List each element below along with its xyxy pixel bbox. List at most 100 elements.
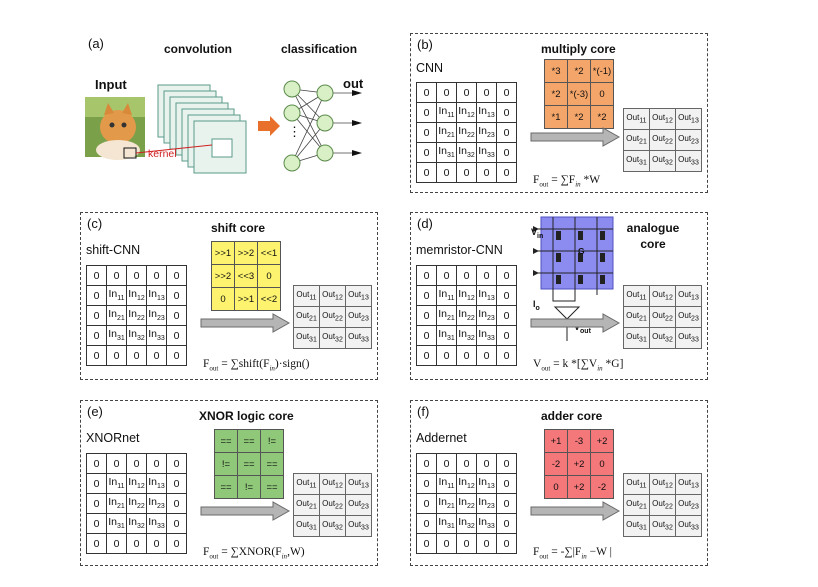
input-cell: 0 — [476, 345, 497, 366]
input-cell: In32 — [126, 325, 147, 346]
output-cell: Out23 — [345, 306, 372, 328]
input-cell: 0 — [436, 82, 457, 103]
input-cell: In23 — [146, 493, 167, 514]
input-cell: 0 — [456, 453, 477, 474]
input-cell: 0 — [126, 533, 147, 554]
input-cell: 0 — [86, 325, 107, 346]
input-cell: 0 — [416, 305, 437, 326]
input-cell: In33 — [476, 142, 497, 163]
input-cell: 0 — [416, 285, 437, 306]
kernel-cell: <<2 — [257, 287, 281, 311]
output-cell: Out12 — [649, 473, 676, 495]
input-cell: 0 — [416, 493, 437, 514]
input-cell: 0 — [106, 533, 127, 554]
input-label: Input — [95, 77, 127, 92]
kernel-cell: +2 — [567, 475, 591, 499]
output-cell: Out11 — [623, 473, 650, 495]
input-cell: 0 — [496, 473, 517, 494]
input-cell: 0 — [496, 102, 517, 123]
input-cell: 0 — [456, 82, 477, 103]
input-cell: 0 — [416, 162, 437, 183]
input-cell: 0 — [86, 533, 107, 554]
g-label: G — [578, 246, 585, 256]
input-cell: In11 — [106, 473, 127, 494]
output-cell: Out32 — [649, 150, 676, 172]
output-cell: Out33 — [345, 515, 372, 537]
memristor-crossbar — [533, 216, 614, 341]
output-cell: Out12 — [319, 473, 346, 495]
input-cell: 0 — [416, 122, 437, 143]
kernel-cell: *(-3) — [567, 82, 591, 106]
input-cell: 0 — [166, 265, 187, 286]
output-cell: Out33 — [675, 327, 702, 349]
core-kernel: ====!=!=======!=== — [214, 429, 284, 499]
input-cell: 0 — [476, 82, 497, 103]
output-cell: Out23 — [675, 494, 702, 516]
kernel-cell: 0 — [590, 82, 614, 106]
input-cell: 0 — [106, 345, 127, 366]
input-cell: 0 — [126, 265, 147, 286]
input-cell: 0 — [496, 513, 517, 534]
input-cell: 0 — [496, 265, 517, 286]
input-cell: 0 — [146, 345, 167, 366]
input-cell: 0 — [146, 533, 167, 554]
input-cell: In12 — [456, 473, 477, 494]
input-cell: In32 — [456, 142, 477, 163]
input-cell: 0 — [476, 533, 497, 554]
input-cell: 0 — [456, 162, 477, 183]
input-cell: 0 — [476, 265, 497, 286]
kernel-cell: >>2 — [211, 264, 235, 288]
input-cell: 0 — [86, 345, 107, 366]
input-cell: 0 — [166, 325, 187, 346]
kernel-cell: *2 — [544, 82, 568, 106]
input-cell: 0 — [166, 493, 187, 514]
input-cell: In21 — [436, 305, 457, 326]
output-cell: Out21 — [623, 129, 650, 151]
input-cell: 0 — [496, 122, 517, 143]
output-cell: Out13 — [675, 473, 702, 495]
right-arrow-icon — [200, 313, 291, 333]
output-cell: Out32 — [649, 327, 676, 349]
output-cell: Out23 — [675, 306, 702, 328]
kernel-cell: *2 — [567, 105, 591, 129]
output-cell: Out22 — [649, 306, 676, 328]
input-cell: In23 — [476, 122, 497, 143]
output-cell: Out32 — [319, 327, 346, 349]
input-cell: 0 — [86, 265, 107, 286]
input-cell: 0 — [436, 162, 457, 183]
core-title: multiply core — [541, 42, 616, 56]
input-cell: In23 — [476, 305, 497, 326]
kernel-cell: >>1 — [211, 241, 235, 265]
panel-f-label: (f) — [417, 404, 430, 419]
core-title: shift core — [211, 221, 266, 235]
right-arrow-icon — [530, 313, 621, 333]
kernel-cell: == — [214, 429, 238, 453]
input-cell: In12 — [126, 473, 147, 494]
input-cell: 0 — [166, 345, 187, 366]
kernel-cell: >>2 — [234, 241, 258, 265]
core-title: adder core — [541, 409, 603, 423]
input-cell: 0 — [146, 265, 167, 286]
output-cell: Out23 — [675, 129, 702, 151]
orange-arrow-icon — [258, 116, 280, 136]
input-cell: 0 — [436, 265, 457, 286]
core-title: analogue core — [626, 221, 680, 251]
kernel-cell: == — [260, 475, 284, 499]
kernel-cell: 0 — [590, 452, 614, 476]
panel-c-label: (c) — [87, 216, 103, 231]
kernel-cell: *3 — [544, 59, 568, 83]
formula: Fout = ∑Fin *W — [533, 174, 601, 189]
output-cell: Out32 — [649, 515, 676, 537]
output-cell: Out33 — [345, 327, 372, 349]
panel-b-label: (b) — [417, 37, 433, 52]
input-cell: 0 — [166, 513, 187, 534]
kernel-cell: *2 — [590, 105, 614, 129]
input-cell: In13 — [146, 285, 167, 306]
input-cell: In33 — [146, 325, 167, 346]
